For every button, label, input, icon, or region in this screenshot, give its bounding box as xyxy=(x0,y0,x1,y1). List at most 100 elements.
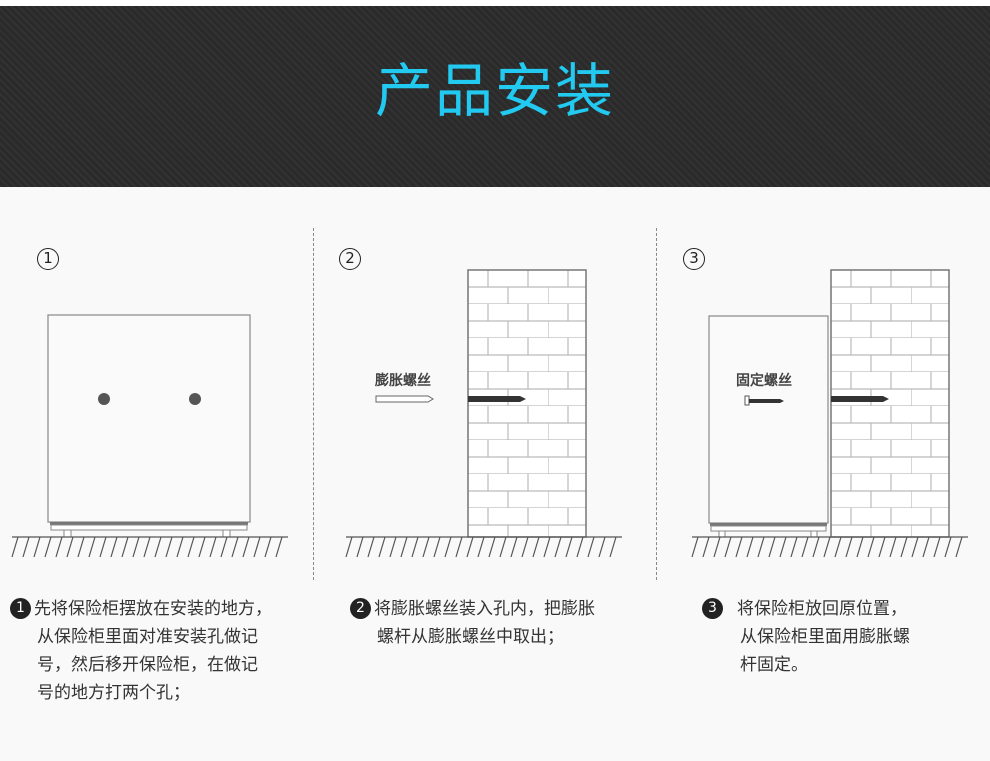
hatch-line xyxy=(598,536,606,558)
header-banner xyxy=(0,6,990,187)
hatch-line xyxy=(66,536,74,558)
hatch-line xyxy=(757,536,765,558)
hatch-line xyxy=(768,536,776,558)
hatch-line xyxy=(198,536,206,558)
step-badge: 1 xyxy=(10,598,31,619)
hatch-line xyxy=(554,536,562,558)
hatch-line xyxy=(889,536,897,558)
hatch-line xyxy=(110,536,118,558)
safe-illustration-1 xyxy=(47,314,251,538)
text-line: 先将保险柜摆放在安装的地方， xyxy=(34,599,272,619)
hatch-line xyxy=(735,536,743,558)
hatch-line xyxy=(922,536,930,558)
hatch-line xyxy=(878,536,886,558)
hatch-line xyxy=(187,536,195,558)
wall-illustration-2 xyxy=(375,269,587,538)
hatch-line xyxy=(845,536,853,558)
hatch-line xyxy=(455,536,463,558)
hatch-line xyxy=(121,536,129,558)
hatch-line xyxy=(790,536,798,558)
hatch-line xyxy=(55,536,63,558)
hatch-line xyxy=(132,536,140,558)
hatch-line xyxy=(801,536,809,558)
page-title: 产品安装 xyxy=(374,57,615,125)
hatch-line xyxy=(444,536,452,558)
hatch-line xyxy=(231,536,239,558)
hatch-line xyxy=(488,536,496,558)
step-badge: 2 xyxy=(350,598,371,619)
hatch-line xyxy=(532,536,540,558)
hatch-line xyxy=(724,536,732,558)
hatch-line xyxy=(389,536,397,558)
hatch-line xyxy=(856,536,864,558)
fixing-screw-label: 固定螺丝 xyxy=(736,373,792,389)
hatch-line xyxy=(746,536,754,558)
hatch-line xyxy=(812,536,820,558)
hatch-line xyxy=(466,536,474,558)
wall-and-safe-illustration-3 xyxy=(708,269,950,538)
text-line: 螺杆从膨胀螺丝中取出； xyxy=(377,627,564,647)
hatch-line xyxy=(411,536,419,558)
hatch-line xyxy=(367,536,375,558)
expansion-screw-label: 膨胀螺丝 xyxy=(375,373,431,389)
step-number-circle: 2 xyxy=(339,248,361,270)
hatch-line xyxy=(867,536,875,558)
hatch-line xyxy=(713,536,721,558)
hatch-line xyxy=(691,536,699,558)
hatch-line xyxy=(911,536,919,558)
hatch-line xyxy=(44,536,52,558)
hatch-line xyxy=(88,536,96,558)
step-number-circle: 3 xyxy=(683,248,705,270)
text-line: 从保险柜里面用膨胀螺 xyxy=(740,627,910,647)
hatch-line xyxy=(433,536,441,558)
hatch-line xyxy=(275,536,283,558)
hatch-line xyxy=(955,536,963,558)
divider xyxy=(656,228,657,580)
hatch-line xyxy=(154,536,162,558)
text-line: 杆固定。 xyxy=(740,655,808,675)
hatch-line xyxy=(176,536,184,558)
step-number-circle: 1 xyxy=(37,248,59,270)
hatch-line xyxy=(944,536,952,558)
hatch-line xyxy=(165,536,173,558)
hatch-line xyxy=(264,536,272,558)
hatch-line xyxy=(378,536,386,558)
hatch-line xyxy=(242,536,250,558)
hatch-line xyxy=(779,536,787,558)
hatch-line xyxy=(33,536,41,558)
hatch-line xyxy=(356,536,364,558)
hatch-line xyxy=(22,536,30,558)
hatch-line xyxy=(143,536,151,558)
hatch-line xyxy=(209,536,217,558)
hatch-line xyxy=(521,536,529,558)
text-line: 将保险柜放回原位置， xyxy=(737,599,907,619)
ground-hatching xyxy=(11,536,968,558)
step-badge: 3 xyxy=(702,598,723,619)
hatch-line xyxy=(933,536,941,558)
hatch-line xyxy=(702,536,710,558)
hatch-line xyxy=(477,536,485,558)
hatch-line xyxy=(99,536,107,558)
hatch-line xyxy=(77,536,85,558)
hatch-line xyxy=(11,536,19,558)
hatch-line xyxy=(576,536,584,558)
hatch-line xyxy=(253,536,261,558)
hatch-line xyxy=(900,536,908,558)
hatch-line xyxy=(400,536,408,558)
text-line: 从保险柜里面对准安装孔做记 xyxy=(37,627,258,647)
text-line: 号的地方打两个孔； xyxy=(37,683,190,703)
hatch-line xyxy=(422,536,430,558)
hatch-line xyxy=(510,536,518,558)
hatch-line xyxy=(345,536,353,558)
hatch-line xyxy=(543,536,551,558)
hatch-line xyxy=(220,536,228,558)
hatch-line xyxy=(834,536,842,558)
step-3-text: 3 将保险柜放回原位置， 从保险柜里面用膨胀螺 杆固定。 xyxy=(702,595,910,679)
hatch-line xyxy=(609,536,617,558)
text-line: 将膨胀螺丝装入孔内，把膨胀 xyxy=(374,599,595,619)
hatch-line xyxy=(499,536,507,558)
hatch-line xyxy=(823,536,831,558)
